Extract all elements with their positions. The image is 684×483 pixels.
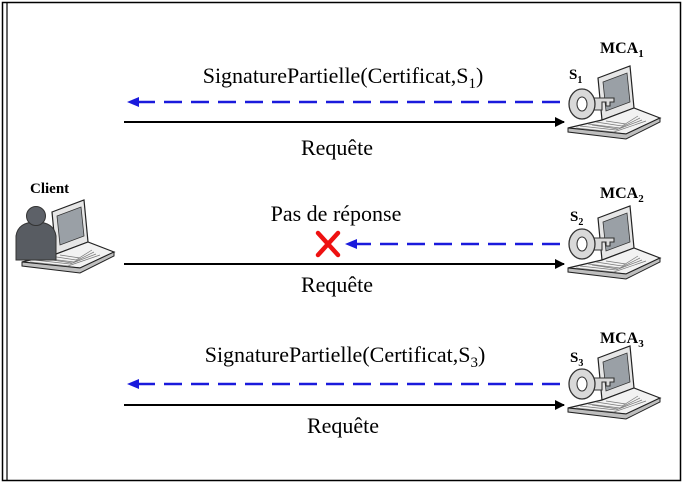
reply-label-3: SignaturePartielle(Certificat,S3) [205,342,486,371]
row-mca-1: MCA1 S1 SignaturePartielle(Certificat,S1… [124,40,661,160]
client-label: Client [30,181,69,197]
request-label-3: Requête [307,413,379,438]
user-laptop-icon [15,199,115,274]
share-label-1: S1 [569,67,582,86]
key-laptop-icon-3 [567,345,661,420]
row-mca-2: MCA2 S2 Pas de réponse Requête [124,185,661,297]
server-label-1: MCA1 [600,40,644,60]
server-label-3: MCA3 [600,330,644,350]
share-label-2: S2 [570,209,583,228]
client-node: Client [15,181,115,274]
user-icon [15,206,57,261]
share-label-3: S3 [570,350,583,369]
server-label-2: MCA2 [600,185,644,205]
request-label-1: Requête [301,135,373,160]
row-mca-3: MCA3 S3 SignaturePartielle(Certificat,S3… [124,330,661,438]
no-response-label: Pas de réponse [271,201,402,226]
request-label-2: Requête [301,272,373,297]
reply-label-1: SignaturePartielle(Certificat,S1) [203,63,484,92]
red-x-icon [315,230,341,258]
